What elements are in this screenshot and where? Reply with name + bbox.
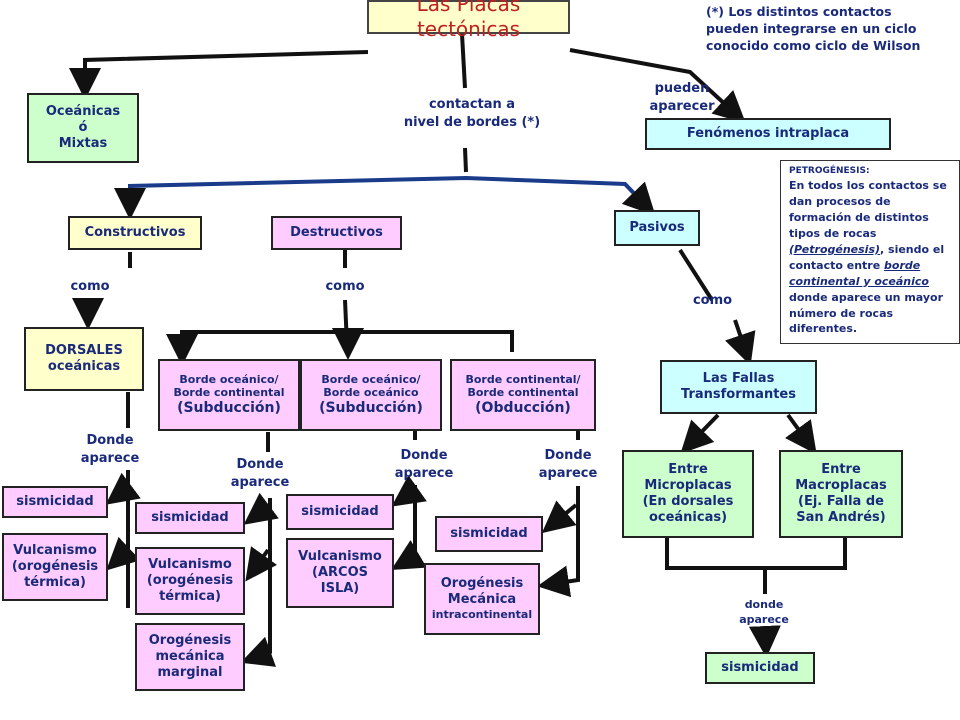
box-sismicidad-fallas: sismicidad [705,652,815,684]
label-como-constructivos: como [70,279,110,294]
box-oceanicas-mixtas: Oceánicas ó Mixtas [27,93,139,163]
box-constructivos: Constructivos [68,216,202,250]
box-fallas-transformantes: Las Fallas Transformantes [660,360,817,414]
page-title: Las Placas tectónicas [416,0,521,41]
box-sismicidad-obduccion: sismicidad [435,516,543,552]
box-vulcanismo-arcos-isla: Vulcanismo (ARCOS ISLA) [286,538,394,608]
label-pueden-aparecer: pueden aparecer [649,81,715,114]
label-donde-aparece-obduccion: Donde aparece [538,448,598,481]
title-box: Las Placas tectónicas [367,0,570,41]
box-entre-macroplacas: Entre Macroplacas (Ej. Falla de San Andr… [779,450,903,538]
petrogenesis-panel: PETROGÉNESIS: En todos los contactos se … [780,160,960,344]
petrogenesis-text: En todos los contactos se dan procesos d… [789,179,947,336]
box-entre-microplacas: Entre Microplacas (En dorsales oceánicas… [622,450,754,538]
box-dorsales: DORSALES oceánicas [24,327,144,391]
box-orogenesis-intracontinental: Orogénesis Mecánica intracontinental [424,563,540,635]
box-sismicidad-subduccion1: sismicidad [135,502,245,534]
label-donde-aparece-subduccion1: Donde aparece [230,457,290,490]
box-fenomenos-intraplaca: Fenómenos intraplaca [645,118,891,150]
label-donde-aparece-fallas: donde aparece [739,598,789,626]
box-vulcanismo-subduccion1: Vulcanismo (orogénesis térmica) [135,547,245,615]
wilson-note: (*) Los distintos contactos pueden integ… [706,4,921,53]
label-como-destructivos: como [325,279,365,294]
box-sismicidad-dorsales: sismicidad [2,486,108,518]
label-como-pasivos: como [692,293,733,308]
box-subduccion-oceanico-oceanico: Borde oceánico/ Borde oceánico (Subducci… [300,359,442,431]
label-donde-aparece-subduccion2: Donde aparece [394,448,454,481]
box-destructivos: Destructivos [271,216,402,250]
label-contactan: contactan a nivel de bordes (*) [403,97,541,130]
box-obduccion: Borde continental/ Borde continental (Ob… [450,359,596,431]
box-sismicidad-subduccion2: sismicidad [286,494,394,530]
box-orogenesis-marginal: Orogénesis mecánica marginal [135,623,245,691]
box-vulcanismo-dorsales: Vulcanismo (orogénesis térmica) [2,533,108,601]
label-donde-aparece-dorsales: Donde aparece [80,433,140,466]
box-pasivos: Pasivos [614,210,700,246]
box-subduccion-oceanico-continental: Borde oceánico/ Borde continental (Subdu… [158,359,300,431]
petrogenesis-heading: PETROGÉNESIS: [789,166,870,176]
